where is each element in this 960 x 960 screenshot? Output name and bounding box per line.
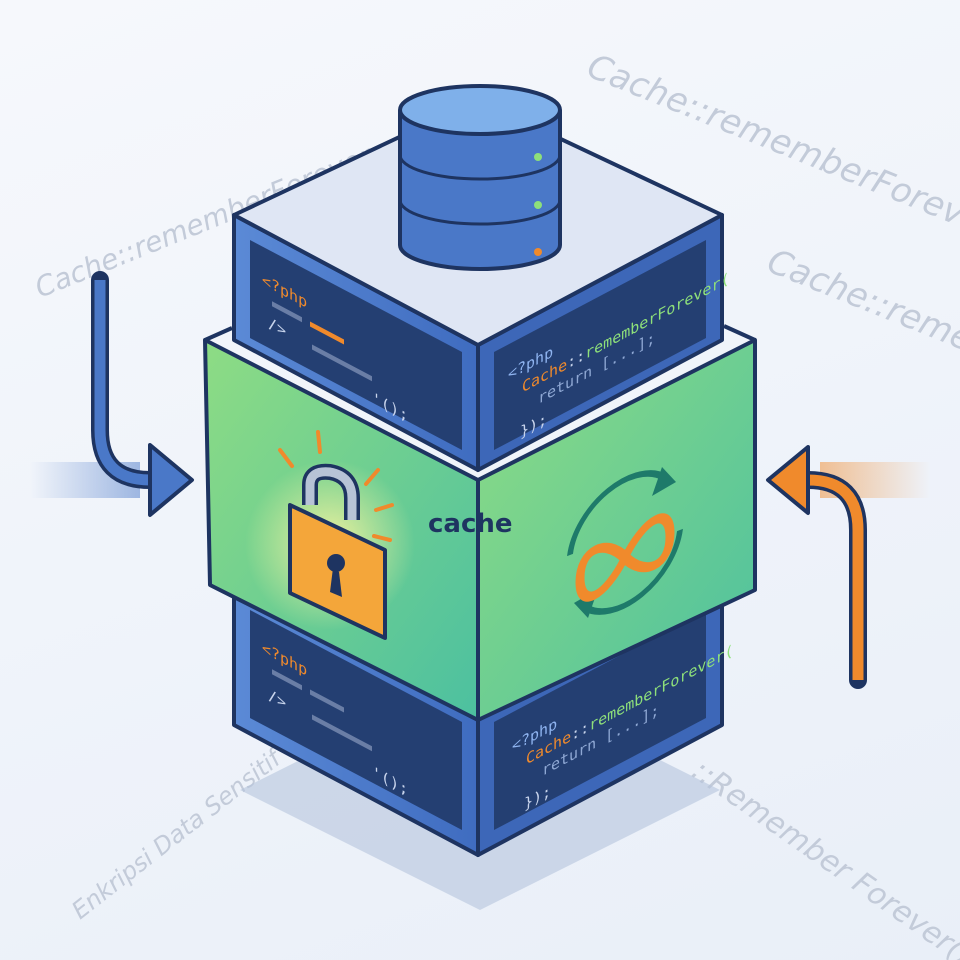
lock-icon (245, 430, 415, 640)
arrow-in-right-icon (766, 445, 930, 689)
cache-label: cache (428, 509, 513, 539)
watermark-text: ::Remember Forever() (685, 753, 960, 960)
watermark-text: Enkripsi Data Sensitif (66, 742, 288, 924)
database-icon (398, 84, 562, 271)
bottom-block (232, 588, 724, 857)
watermark-text: Cache::remember (762, 241, 960, 394)
infinity-refresh-icon (567, 467, 683, 618)
arrow-in-left-icon (30, 271, 194, 517)
